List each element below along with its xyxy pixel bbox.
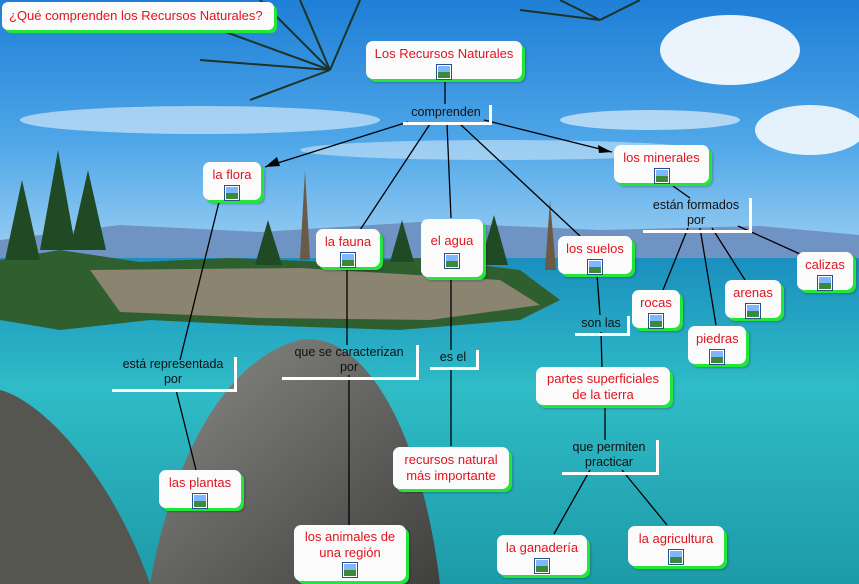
- image-resource-icon[interactable]: [587, 259, 603, 275]
- node-arenas[interactable]: arenas: [725, 280, 781, 319]
- node-flora-label: la flora: [212, 167, 252, 182]
- link-permiten: que permiten practicar: [562, 440, 659, 475]
- node-rocas-label: rocas: [640, 295, 672, 310]
- link-es-el: es el: [430, 350, 479, 370]
- link-son-las: son las: [575, 316, 630, 336]
- node-ganaderia[interactable]: la ganadería: [497, 535, 587, 575]
- node-minerales-label: los minerales: [623, 150, 700, 165]
- node-calizas-label: calizas: [805, 257, 845, 272]
- image-resource-icon[interactable]: [817, 275, 833, 291]
- node-recursos-importante[interactable]: recursos natural más importante: [393, 447, 509, 489]
- node-animales-line2: una región: [319, 545, 381, 560]
- node-plantas-label: las plantas: [168, 475, 232, 490]
- node-rocas[interactable]: rocas: [632, 290, 680, 329]
- node-agricultura[interactable]: la agricultura: [628, 526, 724, 566]
- image-resource-icon[interactable]: [653, 168, 670, 184]
- node-agua-label: el agua: [430, 233, 474, 248]
- node-partes-line1: partes superficiales: [547, 371, 659, 386]
- link-representada: está representada por: [112, 357, 237, 392]
- image-resource-icon[interactable]: [668, 549, 684, 565]
- link-son-las-label: son las: [581, 316, 621, 330]
- node-agricultura-label: la agricultura: [638, 531, 714, 546]
- link-formados-line2: por: [686, 213, 706, 227]
- link-permiten-line2: practicar: [585, 455, 633, 469]
- link-caracterizan-line1: que se caracterizan: [294, 345, 404, 359]
- link-formados-line1: están formados: [652, 198, 740, 212]
- node-recursos-line2: más importante: [406, 468, 496, 483]
- node-plantas[interactable]: las plantas: [159, 470, 241, 509]
- image-resource-icon[interactable]: [709, 349, 725, 365]
- node-agua[interactable]: el agua: [421, 219, 483, 277]
- image-resource-icon[interactable]: [342, 562, 358, 578]
- image-resource-icon[interactable]: [340, 252, 356, 268]
- node-minerales[interactable]: los minerales: [614, 145, 709, 184]
- node-recursos-naturales-label: Los Recursos Naturales: [374, 46, 514, 61]
- node-arenas-label: arenas: [733, 285, 773, 300]
- node-fauna[interactable]: la fauna: [316, 229, 380, 268]
- image-resource-icon[interactable]: [648, 313, 664, 329]
- map-title: ¿Qué comprenden los Recursos Naturales?: [2, 2, 274, 30]
- link-formados: están formados por: [643, 198, 752, 233]
- link-comprenden-label: comprenden: [411, 105, 481, 119]
- image-resource-icon[interactable]: [444, 253, 460, 269]
- node-piedras-label: piedras: [696, 331, 739, 346]
- node-flora[interactable]: la flora: [203, 162, 261, 201]
- link-representada-line1: está representada: [122, 357, 224, 371]
- link-comprenden: comprenden: [403, 105, 492, 125]
- node-fauna-label: la fauna: [324, 234, 372, 249]
- node-animales-line1: los animales de: [304, 529, 396, 544]
- node-piedras[interactable]: piedras: [688, 326, 746, 365]
- node-recursos-line1: recursos natural: [404, 452, 498, 467]
- node-calizas[interactable]: calizas: [797, 252, 853, 291]
- image-resource-icon[interactable]: [745, 303, 761, 319]
- node-suelos-label: los suelos: [566, 241, 624, 256]
- node-ganaderia-label: la ganadería: [505, 540, 579, 555]
- image-resource-icon[interactable]: [192, 493, 208, 509]
- image-resource-icon[interactable]: [436, 64, 452, 80]
- image-resource-icon[interactable]: [224, 185, 240, 201]
- node-partes[interactable]: partes superficiales de la tierra: [536, 367, 670, 405]
- node-recursos-naturales[interactable]: Los Recursos Naturales: [366, 41, 522, 80]
- node-suelos[interactable]: los suelos: [558, 236, 632, 275]
- link-caracterizan-line2: por: [339, 360, 359, 374]
- node-partes-line2: de la tierra: [572, 387, 634, 402]
- image-resource-icon[interactable]: [534, 558, 550, 574]
- link-caracterizan: que se caracterizan por: [282, 345, 419, 380]
- concept-map-links: [175, 78, 801, 535]
- link-es-el-label: es el: [439, 350, 467, 364]
- link-permiten-line1: que permiten: [572, 440, 646, 454]
- link-representada-line2: por: [163, 372, 183, 386]
- node-animales[interactable]: los animales de una región: [294, 525, 406, 581]
